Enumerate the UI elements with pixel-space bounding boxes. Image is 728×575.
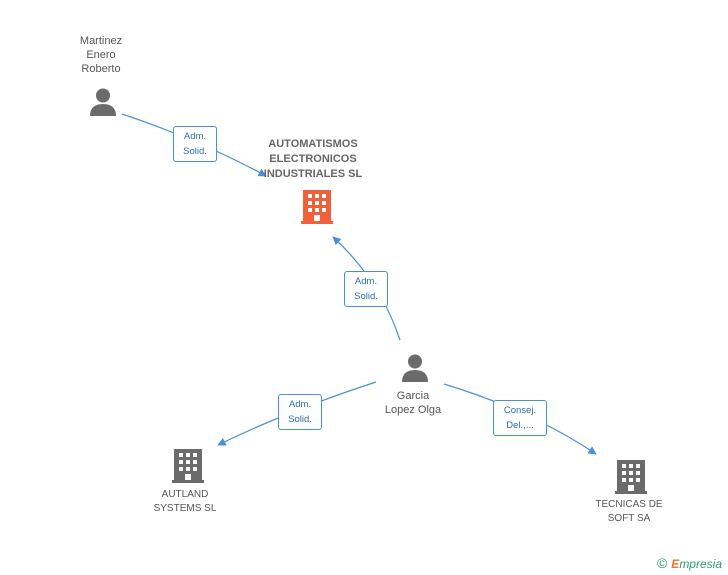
empresia-watermark: ©Empresia	[657, 555, 722, 571]
building-icon[interactable]	[615, 460, 647, 494]
building-icon[interactable]	[172, 449, 204, 483]
person-icon[interactable]	[90, 88, 116, 117]
edge-role-label: Adm. Solid.	[278, 394, 322, 430]
person-name-martinez[interactable]: Martinez Enero Roberto	[79, 35, 123, 75]
copyright-icon: ©	[656, 555, 668, 571]
edge-role-label: Consej. Del.,...	[493, 400, 547, 436]
company-name-main[interactable]: AUTOMATISMOS ELECTRONICOS INDUSTRIALES S…	[263, 138, 363, 180]
building-icon[interactable]	[301, 190, 333, 224]
person-icon[interactable]	[402, 354, 428, 383]
edge-role-label: Adm. Solid.	[344, 271, 388, 307]
company-name-tecnicas[interactable]: TECNICAS DE SOFT SA	[595, 499, 663, 524]
edge-role-label: Adm. Solid.	[173, 126, 217, 162]
company-name-autland[interactable]: AUTLAND SYSTEMS SL	[153, 489, 217, 514]
person-name-garcia[interactable]: Garcia Lopez Olga	[384, 390, 442, 416]
watermark-brand-initial: E	[671, 557, 680, 571]
watermark-brand-text: mpresia	[679, 557, 722, 571]
